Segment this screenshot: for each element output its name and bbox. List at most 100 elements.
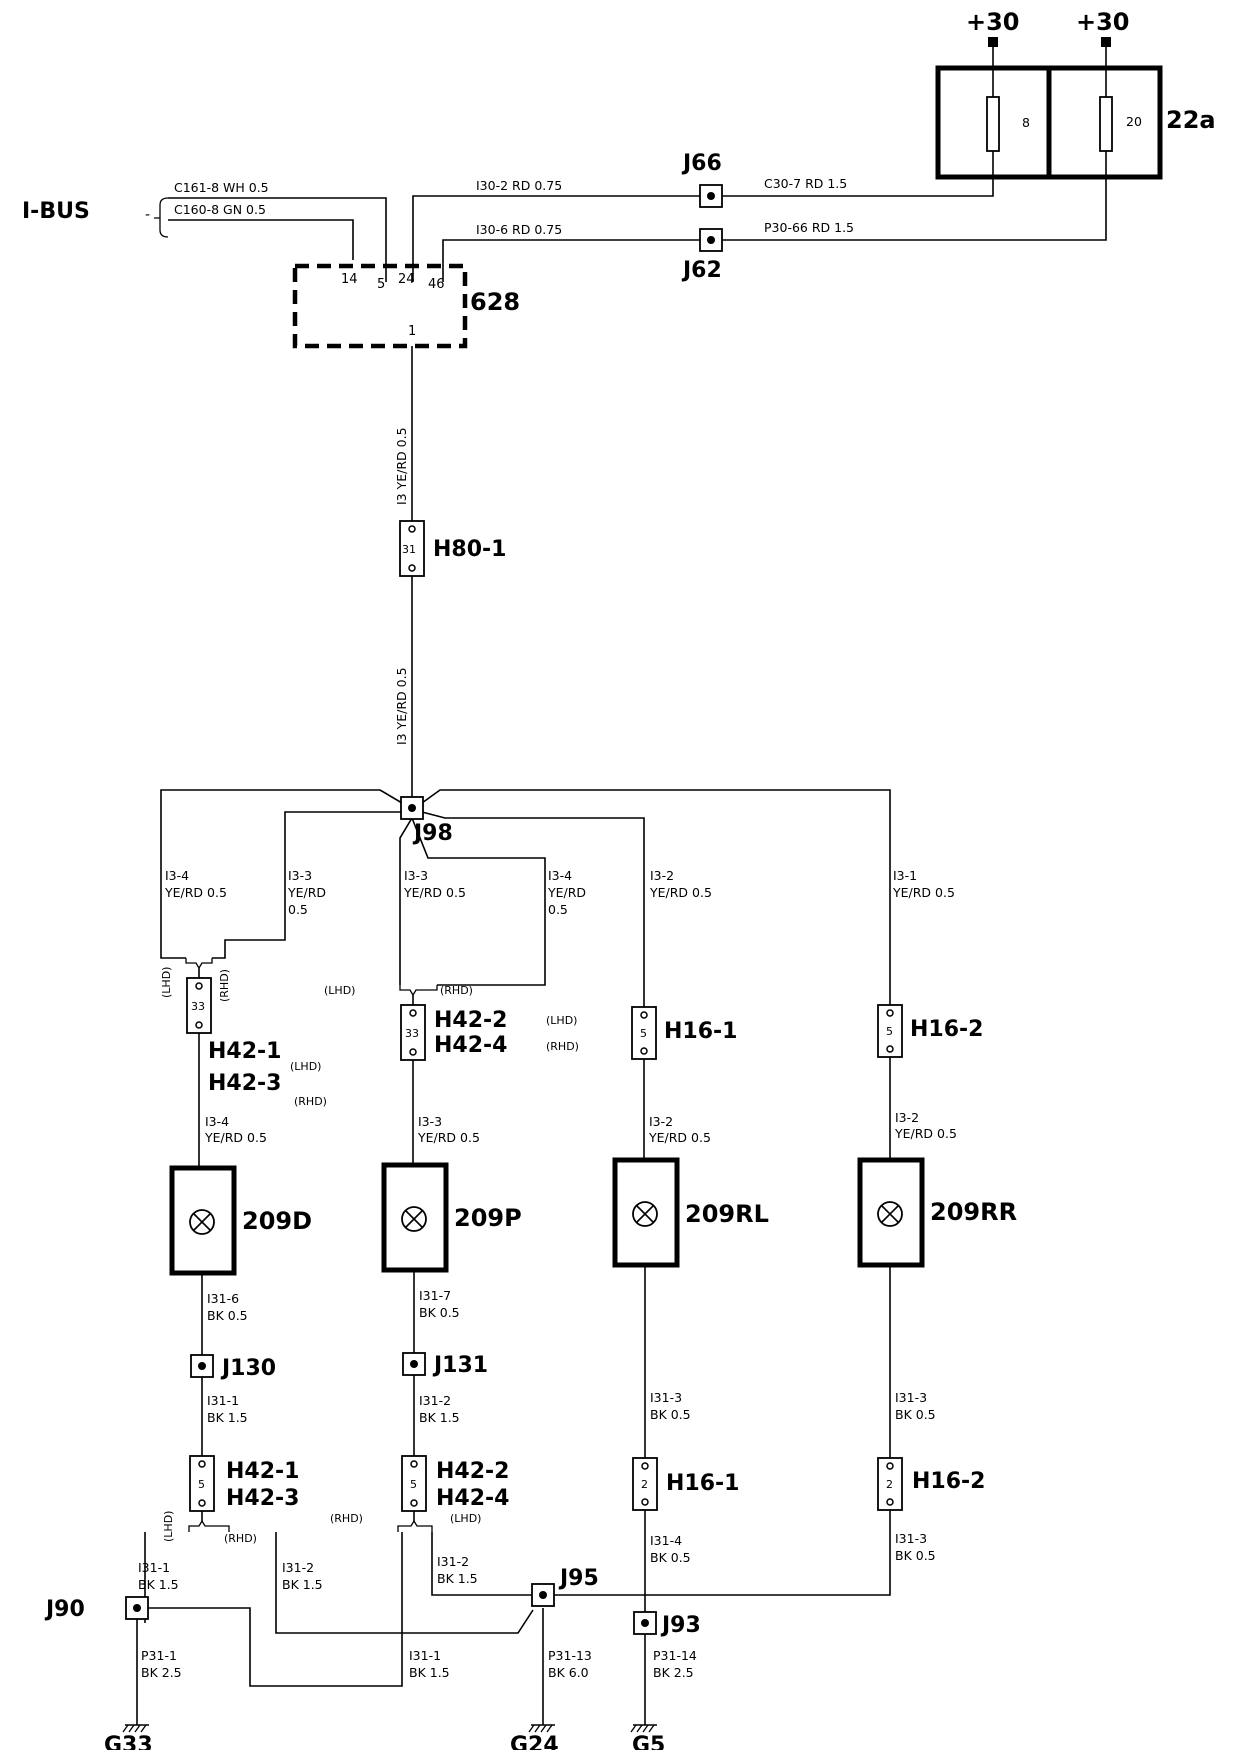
gwire3: I31-1 <box>207 1393 239 1408</box>
wire-i30-2: I30-2 RD 0.75 <box>476 178 562 193</box>
label-rhd-1: (RHD) <box>218 969 231 1002</box>
junction-j98: J98 <box>400 796 453 846</box>
branch5-wire: I3-2 <box>650 868 674 883</box>
wire-c160-8: C160-8 GN 0.5 <box>174 202 266 217</box>
ibus-dash: - <box>145 207 150 223</box>
connector-h16-2-lower: 2 H16-2 <box>877 1457 985 1511</box>
junction-label-j90: J90 <box>44 1597 85 1622</box>
connector-label-h42-1: H42-1 <box>208 1039 281 1064</box>
junction-label-j66: J66 <box>681 151 722 176</box>
gwire13-color: BK 1.5 <box>409 1665 450 1680</box>
connector-h42-2-lower: 5 H42-2 H42-4 <box>401 1455 509 1512</box>
lamp-209p: 209P <box>381 1162 522 1273</box>
gwire9: I31-2 <box>437 1554 469 1569</box>
gwire10-color: BK 0.5 <box>650 1550 691 1565</box>
connector-h42-2-upper: 33 H42-2 (LHD) H42-4 (RHD) <box>400 1004 579 1061</box>
lconnector-label-h42-3: H42-3 <box>226 1486 299 1511</box>
branch3-color: YE/RD 0.5 <box>403 885 466 900</box>
lamp-209d: 209D <box>169 1165 312 1276</box>
branch1-color: YE/RD 0.5 <box>164 885 227 900</box>
gwire12-color: BK 2.5 <box>141 1665 182 1680</box>
wire-c161-8: C161-8 WH 0.5 <box>174 180 269 195</box>
lhd-rhd-selector-upper-left: (LHD) (RHD) <box>160 958 231 1002</box>
fuse-box-label: 22a <box>1166 106 1216 134</box>
gwire10: I31-4 <box>650 1533 682 1548</box>
lhd-rhd-selector-lower-mid: (RHD) (LHD) <box>330 1511 481 1532</box>
lhd-rhd-selector-upper-mid: (LHD) (RHD) <box>324 984 473 1005</box>
connector-label-h16-2: H16-2 <box>910 1017 983 1042</box>
branch2-color: YE/RD <box>287 885 326 900</box>
lamp-feed-wires <box>198 1033 891 1168</box>
gwire12: P31-1 <box>141 1648 177 1663</box>
branch6-wire: I3-1 <box>893 868 917 883</box>
gwire6-color: BK 0.5 <box>895 1407 936 1422</box>
junction-j93: J93 <box>633 1611 701 1638</box>
lconnector-pin-h42-1: 5 <box>198 1478 205 1491</box>
fuse-box-22a: +30 +30 8 20 22a <box>935 8 1216 180</box>
connector-pin-h16-2: 5 <box>886 1025 893 1038</box>
lhd-rhd-selector-lower-left: (LHD) (RHD) <box>162 1511 257 1545</box>
junction-j66: J66 <box>681 151 723 208</box>
connector-pin-h42-1: 33 <box>191 1000 205 1013</box>
gwire14: P31-13 <box>548 1648 592 1663</box>
gwire14-color: BK 6.0 <box>548 1665 589 1680</box>
gwire4: I31-2 <box>419 1393 451 1408</box>
label-rhd-6: (RHD) <box>330 1512 363 1525</box>
ibus-label: I-BUS <box>22 199 90 224</box>
module-pin-14: 14 <box>341 272 358 287</box>
junction-j131: J131 <box>402 1352 488 1378</box>
wire-p30-66: P30-66 RD 1.5 <box>764 220 854 235</box>
lconnector-label-h16-1: H16-1 <box>666 1471 739 1496</box>
connector-pin-h42-2: 33 <box>405 1027 419 1040</box>
gwire11-color: BK 0.5 <box>895 1548 936 1563</box>
control-module-628: 14 5 24 46 1 628 <box>292 263 520 349</box>
gwire6: I31-3 <box>895 1390 927 1405</box>
module-pin-5: 5 <box>377 277 385 292</box>
feed1-wire: I3-4 <box>205 1114 229 1129</box>
feed2-wire: I3-3 <box>418 1114 442 1129</box>
gwire5: I31-3 <box>650 1390 682 1405</box>
gwire5-color: BK 0.5 <box>650 1407 691 1422</box>
label-lhd-2: (LHD) <box>324 984 355 997</box>
connector-h16-2-upper: 5 H16-2 <box>877 1004 983 1058</box>
lconnector-label-h42-2: H42-2 <box>436 1459 509 1484</box>
branch6-color: YE/RD 0.5 <box>892 885 955 900</box>
label-lhd-4: (LHD) <box>546 1014 577 1027</box>
lconnector-pin-h16-1: 2 <box>641 1478 648 1491</box>
connector-label-h42-2: H42-2 <box>434 1008 507 1033</box>
connector-pin-h80: 31 <box>402 543 416 556</box>
connector-label-h16-1: H16-1 <box>664 1019 737 1044</box>
label-lhd-5: (LHD) <box>162 1511 175 1542</box>
junction-label-j131: J131 <box>432 1353 488 1378</box>
junction-label-j130: J130 <box>220 1356 276 1381</box>
gwire13: I31-1 <box>409 1648 441 1663</box>
connector-h80-1: 31 H80-1 <box>399 520 506 577</box>
gwire15-color: BK 2.5 <box>653 1665 694 1680</box>
feed2-color: YE/RD 0.5 <box>417 1130 480 1145</box>
feed3-color: YE/RD 0.5 <box>648 1130 711 1145</box>
label-lhd-3: (LHD) <box>290 1060 321 1073</box>
branch3-wire: I3-3 <box>404 868 428 883</box>
gwire15: P31-14 <box>653 1648 697 1663</box>
junction-label-j98: J98 <box>412 821 453 846</box>
gwire2: I31-7 <box>419 1288 451 1303</box>
supply-terminal-left <box>988 37 998 47</box>
gwire2-color: BK 0.5 <box>419 1305 460 1320</box>
module-pin-1: 1 <box>408 324 416 339</box>
label-lhd-6: (LHD) <box>450 1512 481 1525</box>
label-lhd-1: (LHD) <box>160 967 173 998</box>
supply-label-right: +30 <box>1076 8 1130 36</box>
gwire1-color: BK 0.5 <box>207 1308 248 1323</box>
junction-label-j62: J62 <box>681 258 722 283</box>
junction-label-j93: J93 <box>660 1613 701 1638</box>
label-rhd-5: (RHD) <box>224 1532 257 1545</box>
branch-wires <box>160 789 891 1027</box>
ground-g33: G33 <box>104 1724 153 1750</box>
junction-j62: J62 <box>681 228 723 283</box>
gwire7-color: BK 1.5 <box>138 1577 179 1592</box>
feed3-wire: I3-2 <box>649 1114 673 1129</box>
gwire3-color: BK 1.5 <box>207 1410 248 1425</box>
gwire1: I31-6 <box>207 1291 239 1306</box>
ground-g5: G5 <box>630 1724 665 1750</box>
